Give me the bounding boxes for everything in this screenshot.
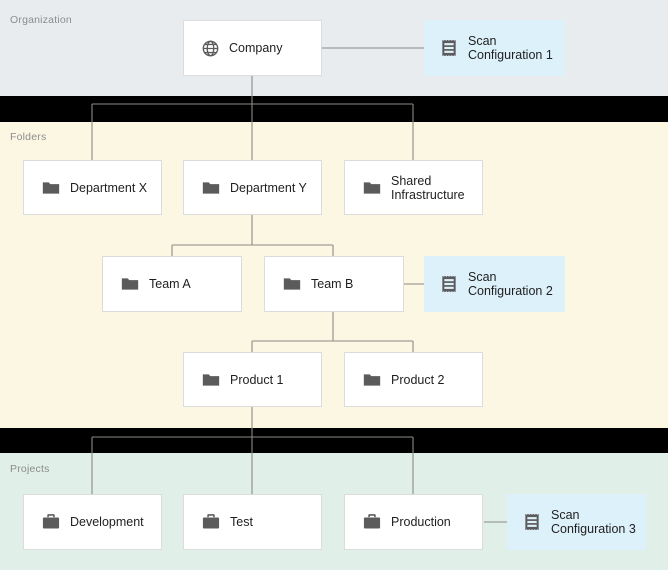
receipt-icon xyxy=(525,513,539,531)
node-development[interactable]: Development xyxy=(23,494,162,550)
globe-icon xyxy=(202,40,219,56)
folder-icon xyxy=(363,181,381,194)
node-company[interactable]: Company xyxy=(183,20,322,76)
band-label-projects: Projects xyxy=(10,463,50,475)
band-label-organization: Organization xyxy=(10,14,72,26)
folder-icon xyxy=(202,373,220,386)
briefcase-icon xyxy=(202,514,220,529)
node-label: Scan Configuration 1 xyxy=(468,34,553,62)
node-label: Team A xyxy=(149,277,191,291)
band-label-folders: Folders xyxy=(10,131,47,143)
folder-icon xyxy=(202,181,220,194)
node-label: Product 1 xyxy=(230,372,284,387)
briefcase-icon xyxy=(42,514,60,529)
node-shared-infrastructure[interactable]: Shared Infrastructure xyxy=(344,160,483,215)
node-department-y[interactable]: Department Y xyxy=(183,160,322,215)
node-test[interactable]: Test xyxy=(183,494,322,550)
node-scan-configuration-2[interactable]: Scan Configuration 2 xyxy=(424,256,565,312)
band-organization xyxy=(0,0,668,96)
node-team-b[interactable]: Team B xyxy=(264,256,404,312)
node-production[interactable]: Production xyxy=(344,494,483,550)
node-label: Department Y xyxy=(230,180,307,195)
node-label: Development xyxy=(70,515,144,529)
node-label: Scan Configuration 3 xyxy=(551,508,636,536)
node-label: Department X xyxy=(70,180,148,195)
node-label: Shared Infrastructure xyxy=(391,173,465,202)
node-department-x[interactable]: Department X xyxy=(23,160,162,215)
briefcase-icon xyxy=(363,514,381,529)
node-scan-configuration-3[interactable]: Scan Configuration 3 xyxy=(507,494,646,550)
node-label: Production xyxy=(391,515,451,529)
node-label: Product 2 xyxy=(391,372,445,387)
folder-icon xyxy=(121,278,139,290)
folder-icon xyxy=(42,181,60,194)
node-team-a[interactable]: Team A xyxy=(102,256,242,312)
node-product-1[interactable]: Product 1 xyxy=(183,352,322,407)
node-label: Test xyxy=(230,515,253,529)
receipt-icon xyxy=(442,275,456,293)
receipt-icon xyxy=(442,39,456,57)
folder-icon xyxy=(363,373,381,386)
node-product-2[interactable]: Product 2 xyxy=(344,352,483,407)
node-label: Team B xyxy=(311,277,354,291)
folder-icon xyxy=(283,278,301,290)
node-scan-configuration-1[interactable]: Scan Configuration 1 xyxy=(424,20,565,76)
node-label: Company xyxy=(229,41,283,55)
node-label: Scan Configuration 2 xyxy=(468,270,553,298)
